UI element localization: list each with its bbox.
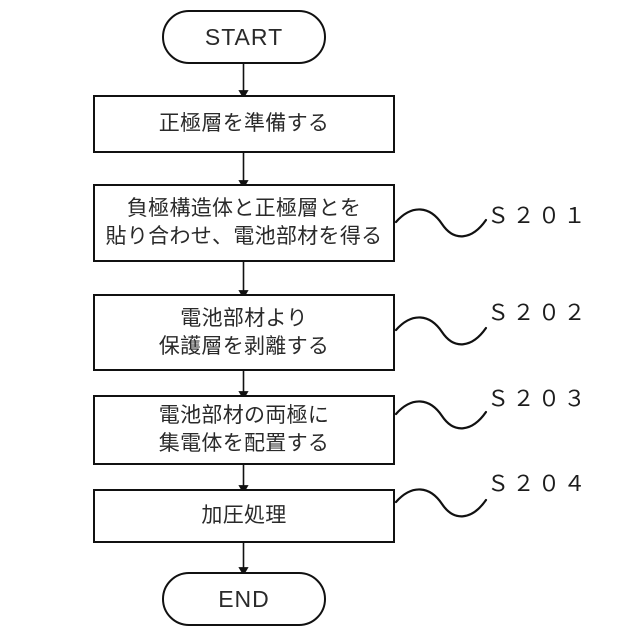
process-box-step-5-line-1: 加圧処理	[201, 504, 287, 528]
process-box-step-4-line-2: 集電体を配置する	[158, 432, 330, 455]
process-box-step-5[interactable]: 加圧処理	[93, 489, 395, 543]
process-box-step-3[interactable]: 電池部材より 保護層を剥離する	[93, 294, 395, 371]
process-box-step-2[interactable]: 負極構造体と正極層とを 貼り合わせ、電池部材を得る	[93, 184, 395, 262]
step-code-s204: Ｓ２０４	[487, 471, 590, 496]
process-box-step-2-line-2: 貼り合わせ、電池部材を得る	[105, 225, 383, 248]
terminal-start[interactable]: START	[162, 10, 326, 64]
step-code-s203: Ｓ２０３	[487, 386, 590, 411]
leader-line-s201	[394, 208, 488, 238]
terminal-start-label: START	[204, 23, 284, 50]
process-box-step-1[interactable]: 正極層を準備する	[93, 95, 395, 153]
step-code-s201: Ｓ２０１	[487, 203, 590, 228]
process-box-step-4-line-1: 電池部材の両極に	[158, 404, 330, 428]
step-code-s202: Ｓ２０２	[487, 300, 590, 325]
leader-line-s202	[394, 316, 488, 346]
terminal-end-label: END	[218, 585, 270, 612]
terminal-end[interactable]: END	[162, 572, 326, 626]
process-box-step-2-line-1: 負極構造体と正極層とを	[126, 197, 362, 221]
leader-line-s203	[394, 400, 488, 430]
leader-line-s204	[394, 488, 488, 518]
process-box-step-3-line-2: 保護層を剥離する	[158, 334, 330, 358]
process-box-step-1-line-1: 正極層を準備する	[158, 112, 330, 136]
process-box-step-3-line-1: 電池部材より	[180, 306, 308, 330]
process-box-step-4[interactable]: 電池部材の両極に 集電体を配置する	[93, 395, 395, 465]
